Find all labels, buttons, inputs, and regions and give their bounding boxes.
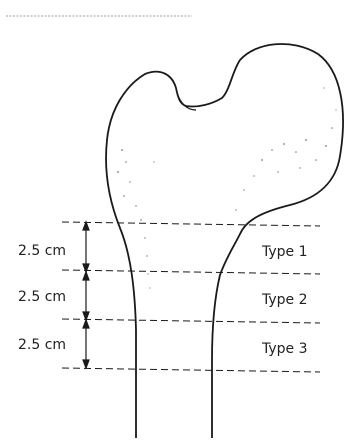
measurement-label-2: 2.5 cm: [18, 289, 66, 305]
zone-line-top: [62, 222, 320, 226]
zone-label-type-2: Type 2: [262, 292, 308, 308]
measurement-label-1: 2.5 cm: [18, 243, 66, 259]
femur-outline: [106, 44, 343, 438]
measurement-label-3: 2.5 cm: [18, 337, 66, 353]
measurement-arrows: [83, 222, 89, 368]
zone-label-type-1: Type 1: [262, 244, 308, 260]
zone-line-1: [62, 270, 320, 274]
zone-line-2: [62, 319, 320, 323]
zone-label-type-3: Type 3: [262, 341, 308, 357]
zone-line-3: [62, 368, 320, 372]
